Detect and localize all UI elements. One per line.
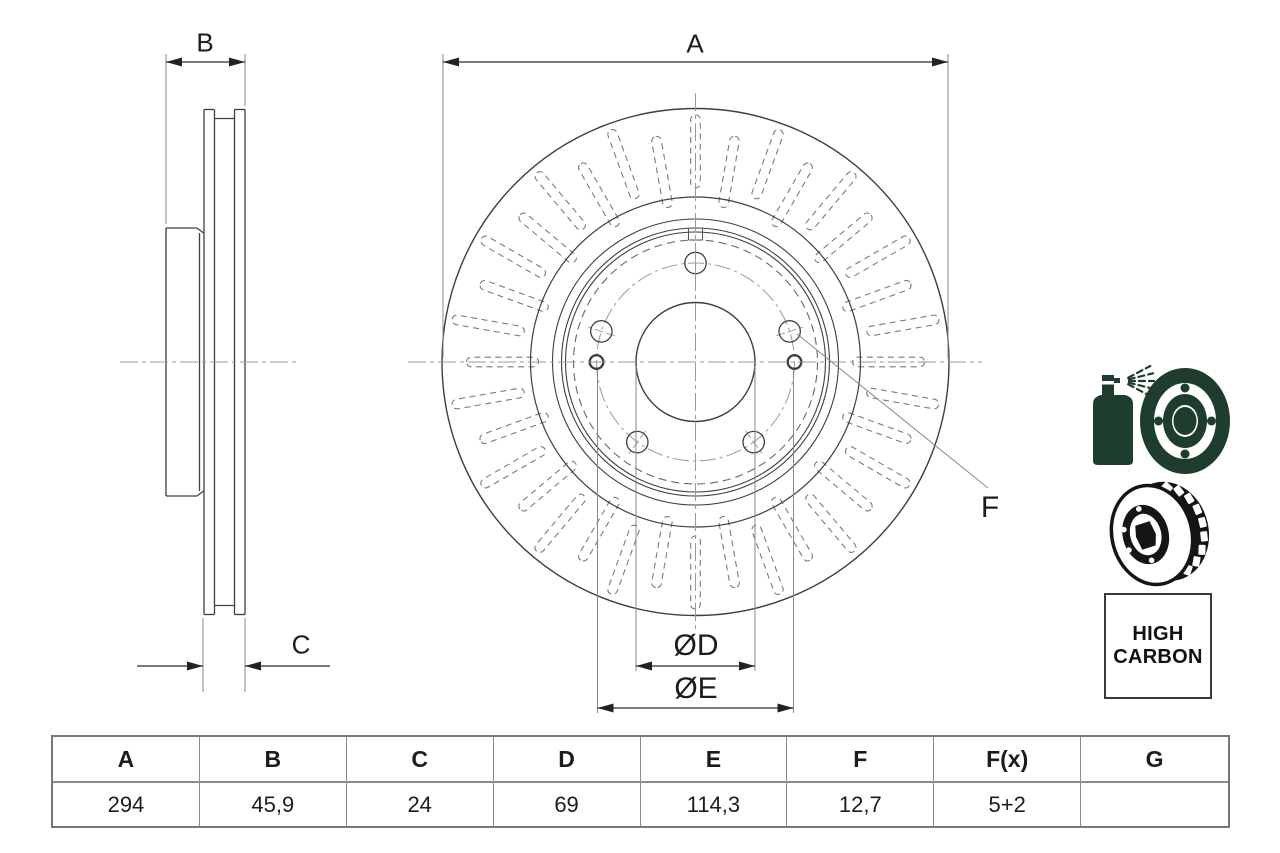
high-carbon-badge: HIGH CARBON [1104, 593, 1212, 699]
table-header-cell: B [199, 737, 347, 783]
vent-slots [451, 114, 940, 610]
table-header-cell: E [640, 737, 788, 783]
centerlines [120, 93, 982, 632]
dimension-arrowheads [166, 57, 948, 713]
table-header-cell: A [53, 737, 200, 783]
extension-lines [165, 54, 989, 713]
dimension-label-b: B [196, 27, 214, 58]
table-value-cell: 24 [347, 783, 494, 826]
dimension-label-e: ØE [674, 672, 718, 705]
table-value-cell [1081, 783, 1228, 826]
table-header-cell: C [346, 737, 494, 783]
table-value-cell: 12,7 [787, 783, 935, 826]
dimension-lines [137, 61, 948, 709]
table-value-cell: 294 [53, 783, 200, 826]
vented-disc-icon [1109, 481, 1210, 587]
table-value-cell: 45,9 [200, 783, 347, 826]
high-carbon-line1: HIGH [1132, 623, 1184, 645]
dimension-label-a: A [686, 28, 704, 59]
table-header-cell: F(x) [934, 737, 1082, 783]
spray-coating-icon [1093, 364, 1230, 474]
table-header-cell: F [787, 737, 935, 783]
dimension-label-d: ØD [673, 629, 719, 662]
table-header-cell: G [1081, 737, 1228, 783]
table-value-cell: 5+2 [934, 783, 1082, 826]
dimension-label-c: C [291, 629, 311, 660]
table-value-cell: 114,3 [641, 783, 788, 826]
table-value-cell: 69 [494, 783, 641, 826]
high-carbon-line2: CARBON [1113, 646, 1203, 668]
dimension-label-f: F [980, 491, 1000, 524]
table-header-cell: D [493, 737, 641, 783]
